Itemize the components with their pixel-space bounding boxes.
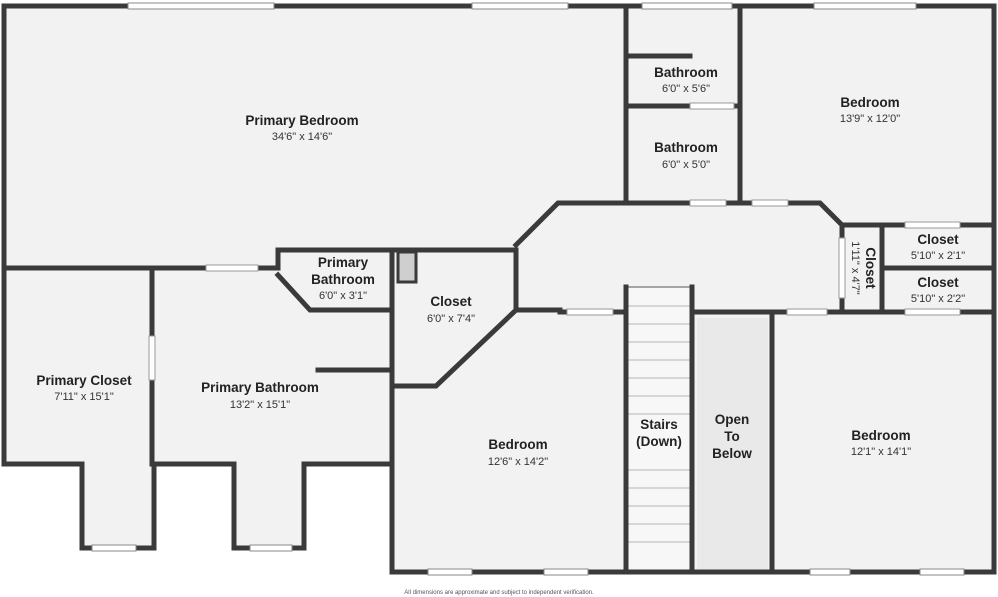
svg-text:Stairs: Stairs [640, 417, 678, 432]
svg-text:Bedroom: Bedroom [851, 428, 910, 443]
svg-text:Closet: Closet [863, 247, 878, 289]
room-bathroom-top: Bathroom 6'0" x 5'6" [654, 65, 718, 95]
svg-text:6'0" x 3'1": 6'0" x 3'1" [319, 290, 367, 302]
room-primary-bedroom: Primary Bedroom 34'6" x 14'6" [245, 113, 358, 143]
svg-text:Bathroom: Bathroom [654, 140, 718, 155]
svg-text:To: To [724, 429, 740, 444]
svg-text:Primary Bathroom: Primary Bathroom [201, 380, 319, 395]
chimney-block [396, 250, 418, 284]
room-open-to-below: Open To Below [712, 412, 752, 461]
svg-text:6'0" x 5'0": 6'0" x 5'0" [662, 159, 710, 171]
room-stairs: Stairs (Down) [636, 417, 682, 449]
room-bedroom-sw: Bedroom 12'6" x 14'2" [488, 437, 548, 468]
room-closet-right-bottom: Closet 5'10" x 2'2" [911, 275, 965, 305]
room-closet-vertical: Closet 1'11" x 4'7" [849, 241, 878, 294]
svg-text:5'10" x 2'1": 5'10" x 2'1" [911, 250, 965, 262]
svg-text:Bedroom: Bedroom [840, 95, 899, 110]
open-to-below-area [697, 318, 768, 570]
svg-text:12'1" x 14'1": 12'1" x 14'1" [851, 446, 911, 458]
svg-text:Primary: Primary [318, 255, 369, 270]
svg-text:5'10" x 2'2": 5'10" x 2'2" [911, 293, 965, 305]
svg-text:1'11" x 4'7": 1'11" x 4'7" [849, 241, 861, 294]
svg-text:7'11" x 15'1": 7'11" x 15'1" [54, 391, 114, 403]
room-bedroom-ne: Bedroom 13'9" x 12'0" [840, 95, 900, 125]
svg-text:6'0" x 7'4": 6'0" x 7'4" [427, 313, 475, 325]
svg-text:Below: Below [712, 446, 752, 461]
svg-text:13'2" x 15'1": 13'2" x 15'1" [230, 399, 290, 411]
room-closet-right-top: Closet 5'10" x 2'1" [911, 232, 965, 262]
svg-text:Primary Closet: Primary Closet [36, 373, 132, 388]
svg-text:6'0" x 5'6": 6'0" x 5'6" [662, 83, 710, 95]
room-primary-bathroom-small: Primary Bathroom 6'0" x 3'1" [311, 255, 375, 302]
svg-text:34'6" x 14'6": 34'6" x 14'6" [272, 131, 332, 143]
svg-text:Bathroom: Bathroom [654, 65, 718, 80]
svg-text:Bathroom: Bathroom [311, 272, 375, 287]
walls [1, 3, 997, 575]
svg-text:Closet: Closet [917, 275, 959, 290]
room-bathroom-mid: Bathroom 6'0" x 5'0" [654, 140, 718, 171]
room-primary-bathroom: Primary Bathroom 13'2" x 15'1" [201, 380, 319, 411]
svg-text:Closet: Closet [917, 232, 959, 247]
svg-text:Open: Open [715, 412, 750, 427]
disclaimer-footer: All dimensions are approximate and subje… [404, 590, 594, 596]
svg-text:Bedroom: Bedroom [488, 437, 547, 452]
svg-text:13'9" x 12'0": 13'9" x 12'0" [840, 113, 900, 125]
doors [148, 102, 961, 381]
windows [91, 2, 965, 576]
room-bedroom-se: Bedroom 12'1" x 14'1" [851, 428, 911, 458]
svg-text:(Down): (Down) [636, 434, 682, 449]
room-primary-closet: Primary Closet 7'11" x 15'1" [36, 373, 132, 403]
svg-text:Closet: Closet [430, 294, 472, 309]
svg-text:Primary Bedroom: Primary Bedroom [245, 113, 358, 128]
room-closet-mid: Closet 6'0" x 7'4" [427, 294, 475, 325]
svg-text:12'6" x 14'2": 12'6" x 14'2" [488, 456, 548, 468]
